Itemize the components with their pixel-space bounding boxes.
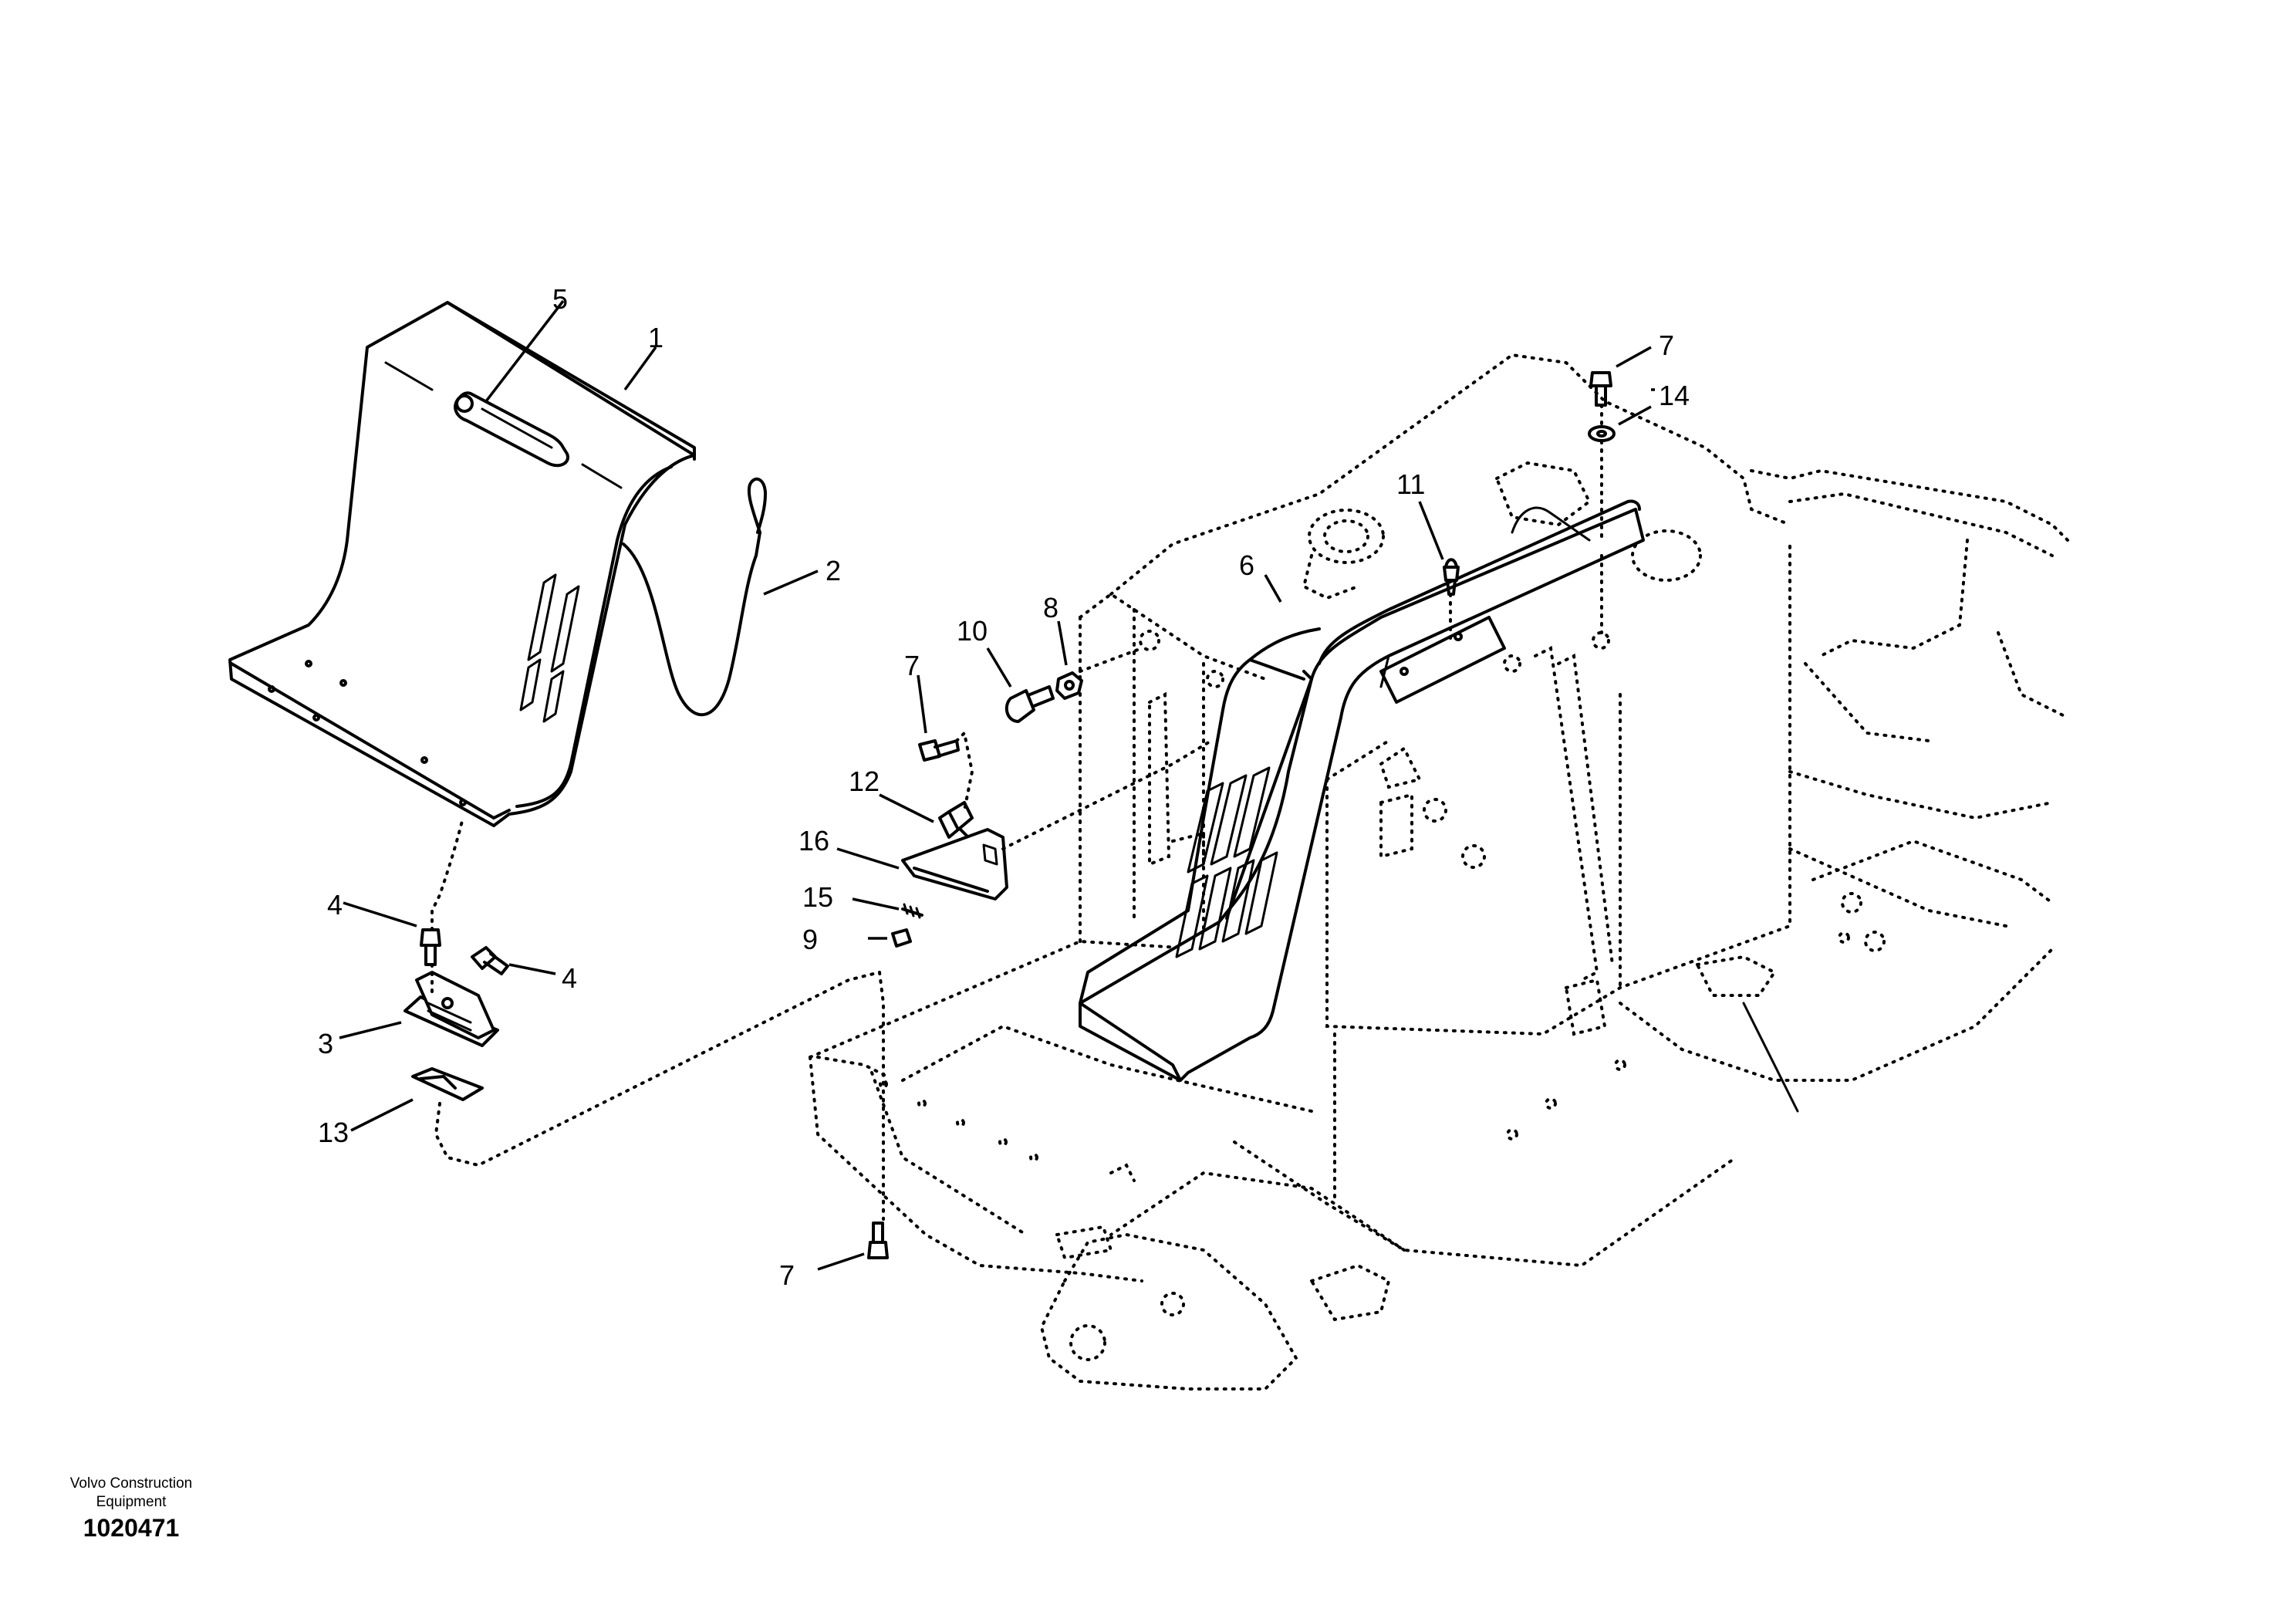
callout-7-left: 7: [904, 650, 920, 681]
callout-15: 15: [802, 881, 833, 913]
cover-plate-part-1: [228, 301, 696, 827]
callout-7-top: 7: [1659, 329, 1674, 361]
callout-14: 14: [1659, 380, 1690, 411]
callout-4-lower: 4: [562, 962, 577, 994]
callout-8: 8: [1043, 592, 1059, 623]
callout-3: 3: [318, 1028, 333, 1059]
nut-part-8: [1055, 671, 1083, 700]
assembly-paths: [430, 404, 1603, 1221]
callout-labels: 1 2 3 4 4 5 6 7 7 7 8 9 10 11 12 13 14 1…: [318, 283, 1690, 1291]
callout-5: 5: [552, 283, 568, 315]
bolt-part-7-top: [1589, 371, 1612, 407]
callout-7-bottom: 7: [779, 1259, 795, 1291]
callout-2: 2: [826, 555, 841, 586]
step-cover-part-6: [1079, 499, 1645, 1082]
bolt-part-7-left: [918, 739, 960, 762]
callout-11: 11: [1396, 468, 1425, 500]
rubber-stop-part-10: [1004, 685, 1055, 723]
bracket-part-16: [901, 828, 1008, 901]
callout-12: 12: [849, 765, 880, 797]
drawing-number: 1020471: [83, 1514, 180, 1542]
wire-lanyard-part-2: [622, 477, 767, 717]
callout-9: 9: [802, 924, 818, 955]
callout-4-upper: 4: [327, 889, 343, 921]
callout-1: 1: [648, 322, 663, 353]
bolt-part-7-bottom: [867, 1222, 889, 1259]
brand-name-line2: Equipment: [96, 1494, 167, 1510]
callout-13: 13: [318, 1117, 349, 1148]
bolt-part-4b: [471, 946, 509, 975]
hinge-part-3: [403, 971, 499, 1047]
callout-10: 10: [957, 615, 988, 647]
brand-name-line1: Volvo Construction: [69, 1475, 193, 1492]
callout-16: 16: [799, 825, 829, 857]
upper-frame-outline: [809, 353, 2069, 1391]
washer-part-14: [1588, 425, 1616, 442]
nut-part-9: [891, 928, 912, 948]
plate-part-13: [411, 1067, 484, 1101]
leader-lines: [339, 299, 1655, 1271]
spring-part-15: [901, 903, 923, 919]
bolt-part-4a: [420, 928, 441, 966]
callout-6: 6: [1239, 549, 1254, 581]
